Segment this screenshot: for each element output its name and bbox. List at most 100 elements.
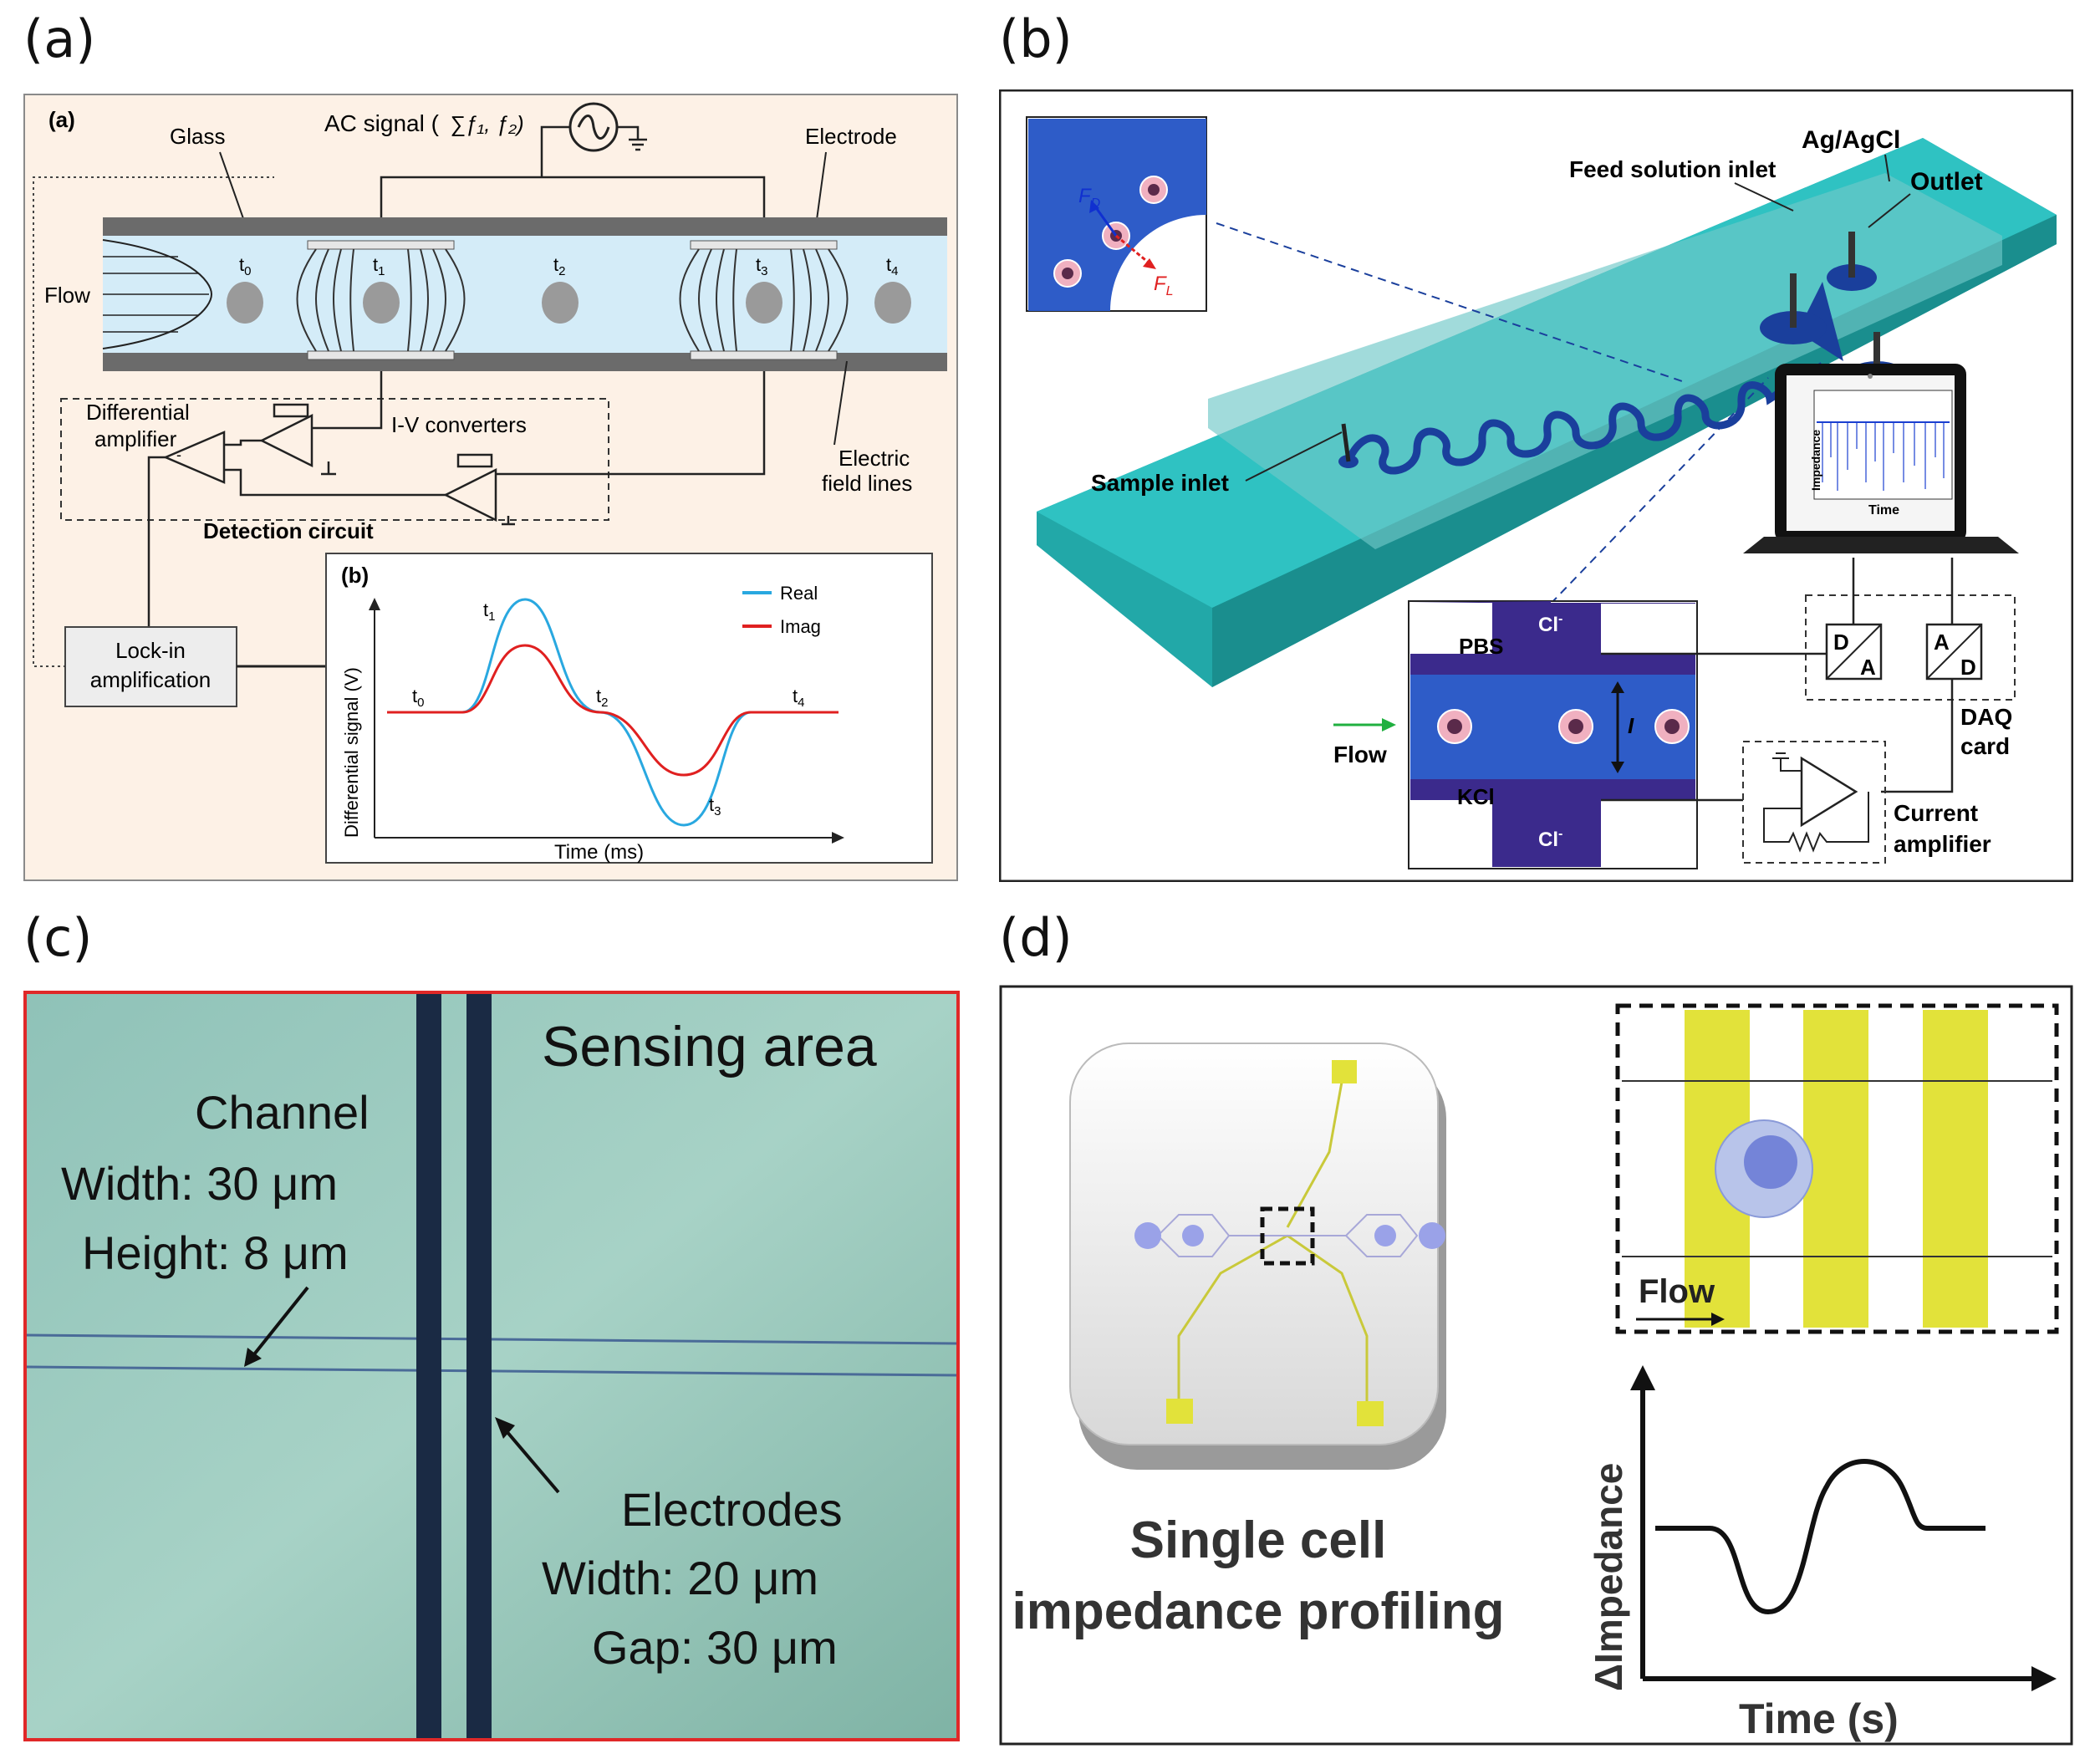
panel-b-svg: Ag/AgCl Feed solution inlet Outlet Sampl… — [999, 89, 2073, 882]
electrode-bottom-1 — [307, 350, 455, 360]
detection-circuit-box — [60, 398, 609, 521]
electrode-bottom-2 — [690, 350, 838, 360]
channel-pointer — [249, 1286, 309, 1360]
panel-label-d: (d) — [999, 907, 1073, 968]
t3-label: t3 — [756, 254, 767, 278]
d-xlabel: Time (s) — [1739, 1695, 1899, 1742]
dac-d: D — [1833, 630, 1849, 655]
flow-label-b: Flow — [1333, 742, 1387, 767]
svg-text:t0: t0 — [412, 686, 424, 710]
feed-inlet-label: Feed solution inlet — [1569, 156, 1776, 182]
dac-diagonal — [1826, 624, 1882, 680]
flow-arrowhead-b — [1382, 718, 1396, 732]
panel-label-a: (a) — [23, 8, 96, 69]
flow-profile — [102, 239, 213, 349]
pad-top — [1332, 1060, 1357, 1083]
title-line-2: impedance profiling — [1012, 1583, 1504, 1640]
screen-ylabel: Impedance — [1809, 430, 1822, 491]
svg-text:t1: t1 — [483, 599, 495, 624]
adc-diagonal — [1926, 624, 1982, 680]
daq-box — [1805, 594, 2016, 701]
pad-bottom-left — [1166, 1399, 1193, 1424]
serpentine-channel — [1346, 362, 1825, 475]
callout-line-2 — [1550, 377, 1769, 604]
daq-wiring — [1601, 558, 1954, 802]
pad-bottom-right — [1357, 1401, 1384, 1426]
flow-label-d: Flow — [1639, 1273, 1715, 1310]
panel-b: Ag/AgCl Feed solution inlet Outlet Sampl… — [999, 89, 2073, 882]
panel-a-inner-label: (a) — [48, 107, 75, 132]
svg-text:t3: t3 — [709, 794, 721, 818]
circuit-wiring — [147, 371, 766, 666]
bottom-electrode-region — [1410, 779, 1695, 867]
cl-bottom: Cl- — [1538, 827, 1562, 851]
flow-arrows — [103, 256, 209, 333]
sensing-area-label: Sensing area — [542, 1015, 877, 1078]
panel-c: Sensing area Channel Width: 30 μm Height… — [23, 991, 960, 1741]
sample-pointer — [1245, 431, 1343, 482]
sine-icon — [577, 115, 610, 140]
electrode-strip-2 — [1803, 1010, 1868, 1328]
t0-label: t0 — [239, 254, 251, 278]
current-label: I — [1628, 713, 1634, 738]
inset-xlabel: Time (ms) — [554, 841, 644, 864]
panel-a: (a) AC signal ( ∑ƒ₁, ƒ₂) Glass Electrode… — [23, 94, 958, 881]
pdms-layer — [1208, 173, 2002, 549]
current-amp-label-1: Current — [1894, 800, 1978, 826]
cells — [227, 282, 911, 324]
sample-inlet-label: Sample inlet — [1091, 470, 1229, 496]
inset-ylabel: Differential signal (V) — [341, 667, 362, 838]
lockin-label-1: Lock-in — [115, 638, 186, 663]
chip-channels — [1156, 1214, 1419, 1257]
cl-top: Cl- — [1538, 612, 1562, 636]
dac-a: A — [1860, 655, 1876, 680]
field-line-pointer — [833, 360, 848, 446]
t2-label: t2 — [553, 254, 565, 278]
current-amp-label-2: amplifier — [1894, 831, 1991, 857]
t4-label: t4 — [886, 254, 898, 278]
glass-pointer — [219, 151, 246, 224]
t1-label: t1 — [373, 254, 385, 278]
daq-label-2: card — [1960, 733, 2010, 759]
electric-field-label-2: field lines — [822, 471, 912, 496]
d-y-arrow — [1630, 1365, 1655, 1390]
fd-label: FD — [1078, 185, 1101, 211]
webcam-icon — [1868, 374, 1873, 379]
diff-amp-label-2: amplifier — [94, 426, 177, 451]
ac-signal-label: AC signal ( — [324, 110, 440, 136]
panel-label-b: (b) — [999, 8, 1073, 69]
ac-signal-formula: ∑ƒ₁, ƒ₂) — [450, 111, 524, 136]
electrodes-gap: Gap: 30 μm — [592, 1621, 838, 1674]
feed-pointer — [1734, 182, 1794, 212]
daq-label-1: DAQ — [1960, 704, 2012, 730]
panel-a-svg: (a) AC signal ( ∑ƒ₁, ƒ₂) Glass Electrode… — [23, 94, 958, 881]
fl-arrowhead — [1143, 258, 1156, 269]
fd-arrow — [1093, 206, 1118, 237]
glass-top — [103, 217, 947, 236]
channel-height: Height: 8 μm — [82, 1226, 349, 1279]
electrode-top-1 — [307, 240, 455, 250]
pbs-label: PBS — [1459, 634, 1503, 659]
channel-width: Width: 30 μm — [61, 1157, 338, 1210]
glass-label: Glass — [170, 124, 225, 149]
op-amp-sign: - — [176, 446, 181, 463]
laptop-base — [1743, 537, 2019, 553]
current-amp-circuit — [1763, 752, 1869, 853]
current-arrowhead-down — [1611, 762, 1624, 773]
panel-label-c: (c) — [23, 907, 93, 968]
agagcl-pointer — [1884, 154, 1890, 182]
screen-xlabel: Time — [1868, 503, 1899, 517]
screen-spikes — [1822, 422, 1945, 491]
electrode-top-2 — [690, 240, 838, 250]
outlet-label: Outlet — [1910, 168, 1983, 196]
impedance-curve — [1655, 1459, 1986, 1615]
electric-field-lines — [296, 248, 849, 352]
electrode-1 — [416, 994, 441, 1738]
title-line-1: Single cell — [1130, 1512, 1387, 1569]
kcl-label: KCl — [1457, 784, 1495, 809]
agagcl-label: Ag/AgCl — [1802, 126, 1900, 154]
svg-text:t4: t4 — [793, 686, 804, 710]
imag-curve — [387, 644, 839, 777]
current-amp-symbol — [1800, 756, 1858, 828]
diff-amp-label-1: Differential — [86, 400, 190, 425]
